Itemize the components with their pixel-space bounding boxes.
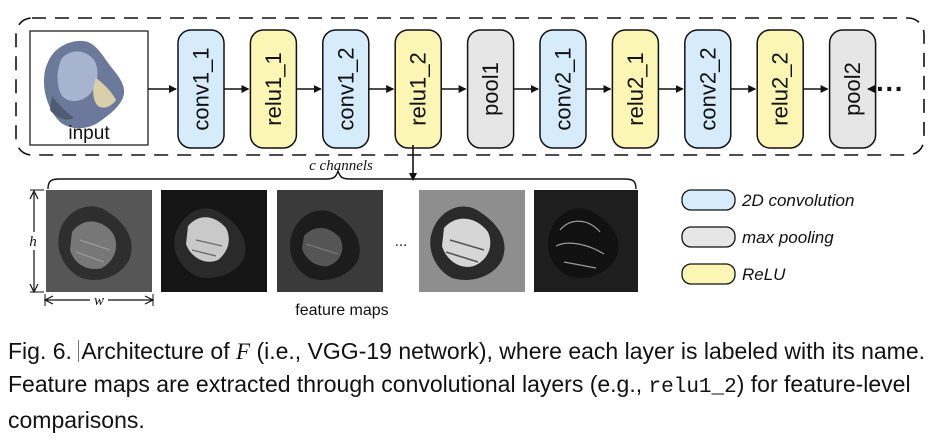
legend-label-pool: max pooling bbox=[742, 228, 834, 247]
layer-label-conv2-2: conv2_2 bbox=[695, 47, 720, 130]
feature-map-3 bbox=[277, 190, 383, 292]
caption-code: relu1_2 bbox=[648, 376, 737, 399]
channels-brace bbox=[47, 168, 637, 190]
layer-label-pool1: pool1 bbox=[478, 62, 503, 116]
network-boundary bbox=[15, 17, 925, 156]
layer-label-conv1-1: conv1_1 bbox=[189, 47, 214, 130]
layer-label-relu2-1: relu2_1 bbox=[623, 52, 648, 125]
caption-cursor-mark bbox=[78, 340, 80, 362]
height-label: h bbox=[29, 234, 37, 250]
feature-map-gap: ... bbox=[395, 233, 408, 250]
layer-label-relu2-2: relu2_2 bbox=[768, 52, 793, 125]
channels-label: c channels bbox=[309, 158, 373, 174]
input-image bbox=[29, 30, 149, 146]
caption-part2: (i.e., VGG-19 network), where each layer… bbox=[8, 338, 926, 397]
layer-label-conv2-1: conv2_1 bbox=[551, 47, 576, 130]
layer-label-relu1-1: relu1_1 bbox=[261, 52, 286, 125]
layer-label-relu1-2: relu1_2 bbox=[406, 52, 431, 125]
feature-map-1 bbox=[46, 190, 152, 292]
width-label: w bbox=[94, 293, 104, 309]
pipeline-ellipsis: ··· bbox=[876, 73, 904, 104]
legend-label-conv: 2D convolution bbox=[741, 191, 854, 210]
layer-chain: conv1_1 relu1_1 conv1_2 relu1_2 pool1 conv2_1… bbox=[148, 29, 877, 149]
layer-label-pool2: pool2 bbox=[840, 62, 865, 116]
figure-caption: Fig. 6. Architecture of F (i.e., VGG-19 … bbox=[8, 335, 933, 437]
caption-prefix: Fig. 6. bbox=[8, 338, 72, 364]
feature-map-2 bbox=[161, 190, 267, 292]
caption-part1: Architecture of bbox=[81, 338, 236, 364]
input-label: input bbox=[68, 123, 110, 144]
feature-map-5 bbox=[534, 190, 638, 292]
legend-label-relu: ReLU bbox=[742, 265, 786, 284]
legend-swatch-pool bbox=[681, 226, 736, 248]
feature-maps-caption: feature maps bbox=[295, 302, 388, 319]
feature-map-4 bbox=[419, 190, 525, 292]
layer-label-conv1-2: conv1_2 bbox=[333, 47, 358, 130]
caption-symbol: F bbox=[236, 339, 251, 364]
caption-part3: ) for feature-level comparisons. bbox=[8, 371, 911, 433]
legend-swatch-conv bbox=[681, 189, 736, 211]
legend-swatch-relu bbox=[681, 263, 736, 285]
